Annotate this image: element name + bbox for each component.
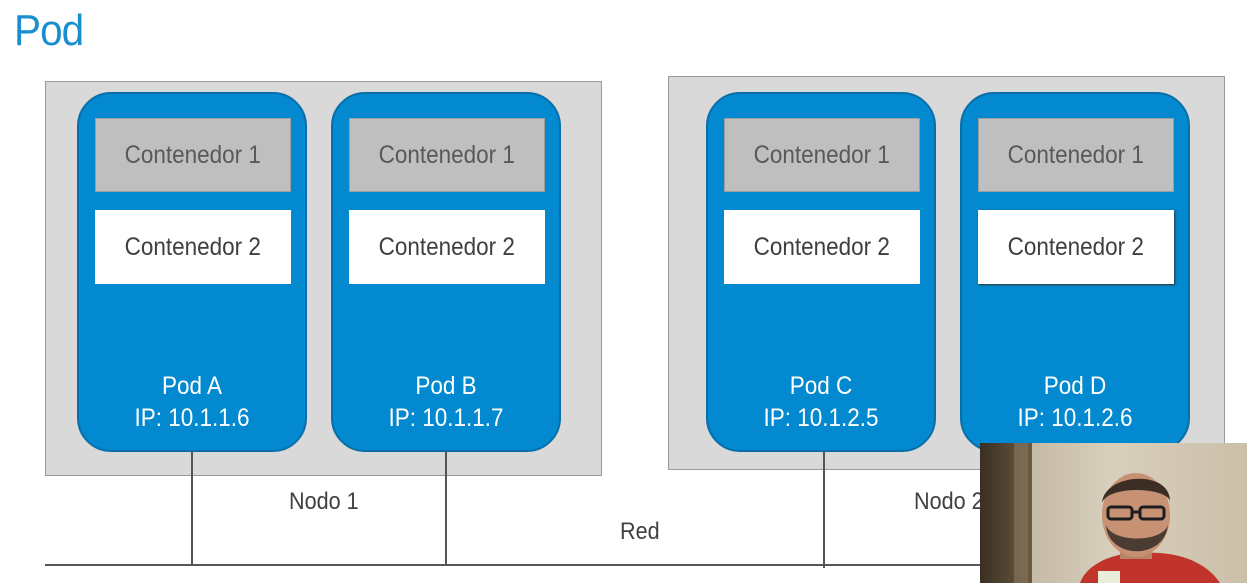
- pod-c-link: [823, 452, 825, 568]
- network-label: Red: [620, 518, 660, 545]
- pod-c-container-2: Contenedor 2: [724, 210, 920, 284]
- pod-c-info: Pod C IP: 10.1.2.5: [708, 370, 934, 434]
- pod-a-container-1: Contenedor 1: [95, 118, 291, 192]
- pod-d: Contenedor 1 Contenedor 2 Pod D IP: 10.1…: [960, 92, 1190, 452]
- pod-b-container-1: Contenedor 1: [349, 118, 545, 192]
- network-line: [45, 564, 1005, 566]
- pod-c: Contenedor 1 Contenedor 2 Pod C IP: 10.1…: [706, 92, 936, 452]
- pod-c-name: Pod C: [789, 372, 853, 400]
- node-2-label: Nodo 2: [914, 488, 984, 515]
- pod-a-link: [191, 452, 193, 565]
- pod-c-container-1: Contenedor 1: [724, 118, 920, 192]
- pod-c-ip: IP: 10.1.2.5: [763, 404, 879, 432]
- pod-b-ip: IP: 10.1.1.7: [388, 404, 504, 432]
- pod-a-name: Pod A: [161, 372, 223, 400]
- slide-title: Pod: [14, 6, 84, 55]
- pod-a-info: Pod A IP: 10.1.1.6: [79, 370, 305, 434]
- pod-b-info: Pod B IP: 10.1.1.7: [333, 370, 559, 434]
- node-1-label: Nodo 1: [289, 488, 359, 515]
- pod-b-name: Pod B: [415, 372, 477, 400]
- pod-b: Contenedor 1 Contenedor 2 Pod B IP: 10.1…: [331, 92, 561, 452]
- pod-b-link: [445, 452, 447, 565]
- webcam-image: [980, 443, 1247, 583]
- pod-b-container-2: Contenedor 2: [349, 210, 545, 284]
- pod-d-container-2: Contenedor 2: [978, 210, 1174, 284]
- pod-d-name: Pod D: [1043, 372, 1107, 400]
- pod-a-container-2: Contenedor 2: [95, 210, 291, 284]
- webcam-overlay: [980, 443, 1247, 583]
- pod-d-ip: IP: 10.1.2.6: [1017, 404, 1133, 432]
- pod-d-info: Pod D IP: 10.1.2.6: [962, 370, 1188, 434]
- pod-a: Contenedor 1 Contenedor 2 Pod A IP: 10.1…: [77, 92, 307, 452]
- pod-d-container-1: Contenedor 1: [978, 118, 1174, 192]
- pod-a-ip: IP: 10.1.1.6: [134, 404, 250, 432]
